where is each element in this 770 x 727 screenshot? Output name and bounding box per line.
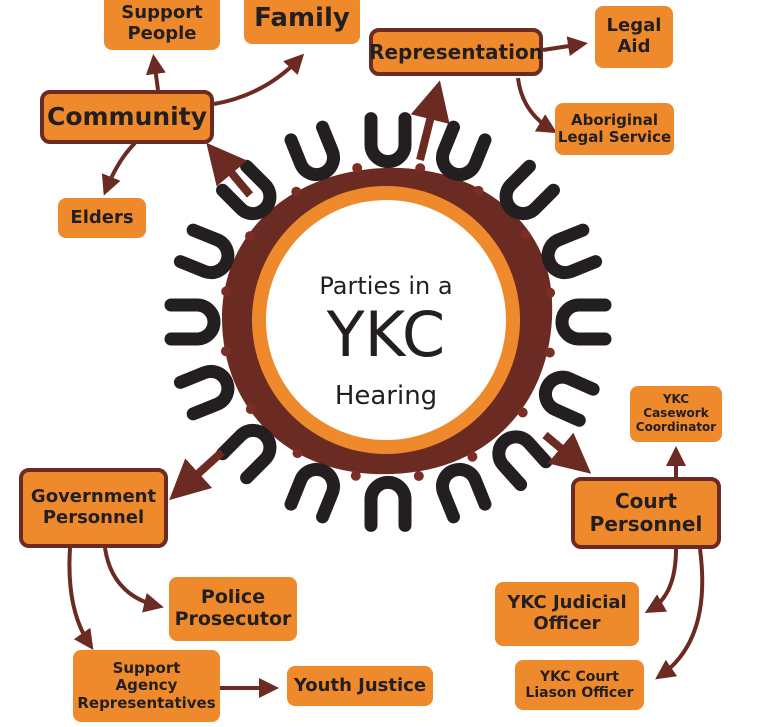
decor-dot bbox=[413, 471, 424, 481]
decor-dot bbox=[291, 186, 302, 197]
decor-dot bbox=[415, 163, 426, 174]
white-center bbox=[266, 200, 506, 440]
u-shape bbox=[173, 223, 235, 280]
center-line-1: Parties in a bbox=[319, 272, 453, 300]
decor-dot bbox=[350, 470, 361, 481]
u-shape bbox=[284, 120, 340, 182]
node-court-personnel: Court Personnel bbox=[571, 477, 721, 549]
decor-dot bbox=[221, 286, 232, 297]
u-shape-group bbox=[164, 112, 612, 532]
arrow-gov-police bbox=[103, 547, 164, 613]
u-shape bbox=[216, 423, 277, 485]
decor-dot bbox=[245, 231, 255, 242]
u-shape bbox=[216, 159, 277, 221]
arrow-gov-support-agency bbox=[67, 547, 94, 650]
decor-dot bbox=[473, 185, 484, 196]
decor-dot bbox=[544, 347, 555, 358]
node-support-agency-representatives: Support Agency Representatives bbox=[73, 650, 220, 722]
u-shape bbox=[538, 370, 600, 427]
arrow-to-government bbox=[169, 449, 225, 501]
u-shape bbox=[436, 462, 492, 524]
radial-arrows bbox=[169, 80, 592, 501]
decor-dot bbox=[245, 404, 256, 415]
u-shape bbox=[364, 112, 412, 169]
center-line-3: Hearing bbox=[334, 381, 438, 411]
connector-arrows bbox=[67, 36, 705, 698]
node-legal-aid: Legal Aid bbox=[595, 6, 673, 68]
arrow-community-elders bbox=[101, 141, 137, 196]
u-shape bbox=[492, 430, 553, 492]
u-shape bbox=[284, 462, 340, 524]
u-shape bbox=[436, 120, 492, 182]
decor-dot bbox=[467, 451, 478, 462]
center-title-ykc: YKC bbox=[326, 298, 446, 371]
u-shape bbox=[173, 364, 235, 421]
arrow-court-liaison bbox=[655, 548, 705, 680]
u-shape bbox=[555, 298, 612, 346]
decor-dot bbox=[220, 346, 231, 357]
arrow-representation-legal-aid bbox=[542, 36, 588, 57]
node-ykc-court-liaison-officer: YKC Court Liason Officer bbox=[515, 660, 644, 710]
u-shape bbox=[364, 475, 412, 532]
arrow-court-judicial bbox=[644, 548, 678, 614]
arrow-to-representation bbox=[410, 80, 450, 161]
decor-dot bbox=[545, 287, 556, 298]
arrow-to-court-personnel bbox=[542, 431, 592, 474]
decor-dot bbox=[520, 229, 531, 240]
arrow-community-support-people bbox=[145, 54, 166, 91]
u-shape bbox=[541, 223, 603, 280]
node-community: Community bbox=[40, 90, 214, 144]
arrow-to-community bbox=[206, 142, 254, 198]
u-shape bbox=[164, 298, 221, 346]
decor-dot bbox=[292, 448, 303, 459]
node-government-personnel: Government Personnel bbox=[19, 468, 168, 548]
node-ykc-casework-coordinator: YKC Casework Coordinator bbox=[630, 386, 722, 442]
arrow-community-family bbox=[213, 53, 305, 106]
node-family: Family bbox=[244, 0, 360, 44]
decor-dot bbox=[352, 163, 363, 173]
node-elders: Elders bbox=[58, 198, 146, 238]
arrow-representation-aboriginal bbox=[516, 77, 558, 134]
node-youth-justice: Youth Justice bbox=[287, 666, 433, 706]
node-support-people: Support People bbox=[104, 0, 220, 50]
node-aboriginal-legal-service: Aboriginal Legal Service bbox=[555, 103, 674, 155]
decor-dot bbox=[517, 407, 528, 418]
u-shape bbox=[499, 159, 560, 221]
node-ykc-judicial-officer: YKC Judicial Officer bbox=[495, 582, 639, 646]
node-representation: Representation bbox=[369, 28, 543, 76]
dot-group bbox=[220, 163, 556, 481]
node-police-prosecutor: Police Prosecutor bbox=[169, 577, 297, 641]
